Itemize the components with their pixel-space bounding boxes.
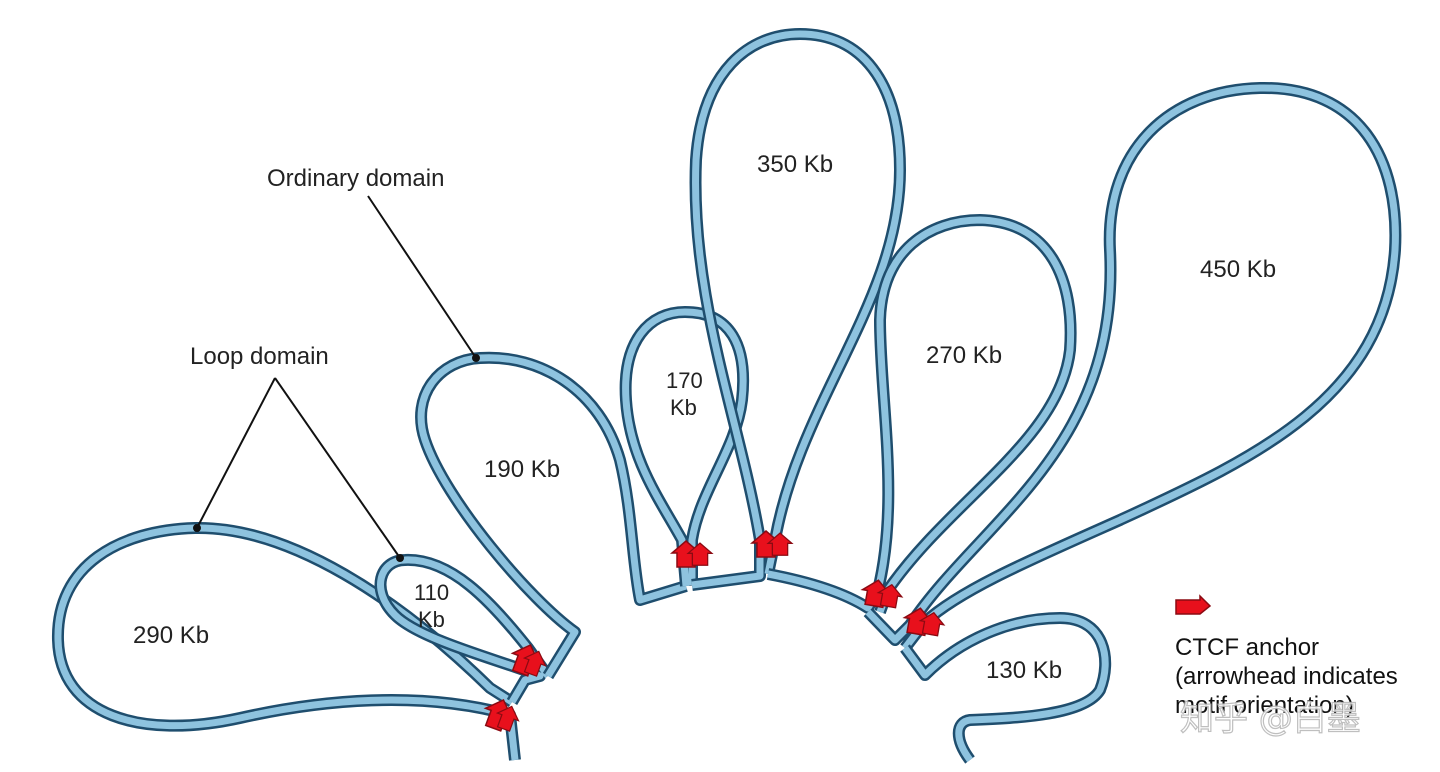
legend-line-1: CTCF anchor <box>1175 634 1319 661</box>
annotation-leaders <box>193 195 480 562</box>
ordinary-domain-leader <box>367 195 477 359</box>
loop-domain-dot-left <box>193 524 201 532</box>
ctcf-anchor-170 <box>669 540 714 568</box>
ordinary-domain-label: Ordinary domain <box>267 165 444 192</box>
loop-domain-dot-right <box>396 554 404 562</box>
ctcf-anchors <box>483 530 946 732</box>
loop-label-110-line1: 110 <box>414 580 449 605</box>
fiber-loop-170 <box>619 306 749 587</box>
loop-label-190: 190 Kb <box>484 456 560 483</box>
fiber-loop-130 <box>900 612 1112 764</box>
ctcf-anchor-450 <box>902 607 946 637</box>
ctcf-anchor-290 <box>483 698 520 732</box>
loop-label-450: 450 Kb <box>1200 256 1276 283</box>
loop-domain-label: Loop domain <box>190 343 329 370</box>
ctcf-anchor-270 <box>860 579 904 609</box>
fiber-loop-290 <box>51 521 521 761</box>
loop-label-350: 350 Kb <box>757 151 833 178</box>
fiber-loop-450 <box>863 81 1402 652</box>
loop-label-130: 130 Kb <box>986 657 1062 684</box>
loop-label-110-line2: Kb <box>418 607 445 632</box>
watermark: 知乎 @白墨 <box>1180 699 1361 739</box>
fiber-loop-190 <box>415 351 688 680</box>
fiber-loop-110 <box>374 553 553 706</box>
loop-domain-leader-left <box>196 377 276 529</box>
loop-label-170-line1: 170 <box>666 368 703 393</box>
loop-domain-leader-right <box>274 377 401 559</box>
legend: CTCF anchor (arrowhead indicates motif o… <box>1175 594 1398 719</box>
loop-label-170-line2: Kb <box>670 395 697 420</box>
loop-label-290: 290 Kb <box>133 622 209 649</box>
legend-ctcf-icon <box>1175 594 1212 615</box>
fiber-loop-350 <box>689 28 906 591</box>
ordinary-domain-dot <box>472 354 480 362</box>
loop-label-270: 270 Kb <box>926 342 1002 369</box>
ctcf-anchor-350 <box>749 530 794 558</box>
legend-line-3: motif orientation) <box>1175 692 1354 719</box>
legend-line-2: (arrowhead indicates <box>1175 663 1398 690</box>
ctcf-anchor-110 <box>510 643 547 677</box>
